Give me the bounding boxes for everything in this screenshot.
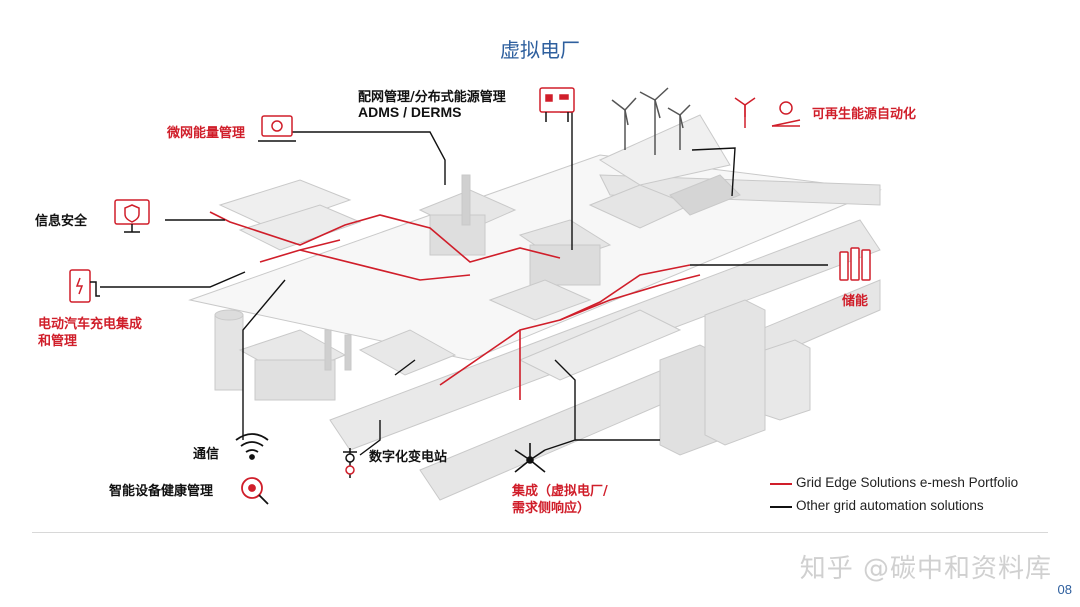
storage-battery-icon bbox=[839, 247, 871, 281]
ev-label-line2: 和管理 bbox=[38, 334, 78, 349]
legend-label-grid-edge: Grid Edge Solutions e-mesh Portfolio bbox=[796, 475, 1019, 490]
integration-label: 集成（虚拟电厂/ bbox=[512, 484, 608, 499]
adms-device-icon bbox=[539, 87, 575, 122]
adms-sub-label: ADMS / DERMS bbox=[358, 104, 462, 120]
ev-charger-icon bbox=[69, 269, 100, 303]
security-shield-icon bbox=[114, 199, 150, 233]
integration-label-line2: 需求侧响应） bbox=[512, 501, 591, 516]
microgrid-label: 微网能量管理 bbox=[167, 126, 246, 141]
legend-swatch-black bbox=[770, 506, 792, 508]
integration-hub-icon bbox=[514, 443, 546, 473]
digital-substation-icon bbox=[343, 448, 357, 478]
renewable-icons bbox=[734, 97, 801, 128]
wifi-icon bbox=[235, 433, 269, 460]
microgrid-monitor-icon bbox=[258, 115, 296, 142]
ev-label: 电动汽车充电集成 bbox=[38, 317, 143, 332]
page-number: 08 bbox=[1057, 582, 1072, 597]
legend-label-other: Other grid automation solutions bbox=[796, 498, 984, 513]
legend-swatch-red bbox=[770, 483, 792, 485]
security-label: 信息安全 bbox=[35, 214, 88, 229]
asset-health-label: 智能设备健康管理 bbox=[109, 484, 214, 499]
communication-label: 通信 bbox=[193, 447, 220, 462]
page-title: 虚拟电厂 bbox=[500, 38, 580, 62]
renewable-label: 可再生能源自动化 bbox=[812, 107, 917, 122]
asset-health-icon bbox=[241, 477, 269, 505]
digital-substation-label: 数字化变电站 bbox=[369, 450, 448, 465]
storage-label: 储能 bbox=[842, 294, 869, 309]
watermark: 知乎 @碳中和资料库 bbox=[799, 554, 1052, 584]
divider bbox=[32, 532, 1048, 533]
adms-label: 配网管理/分布式能源管理 bbox=[358, 90, 506, 105]
